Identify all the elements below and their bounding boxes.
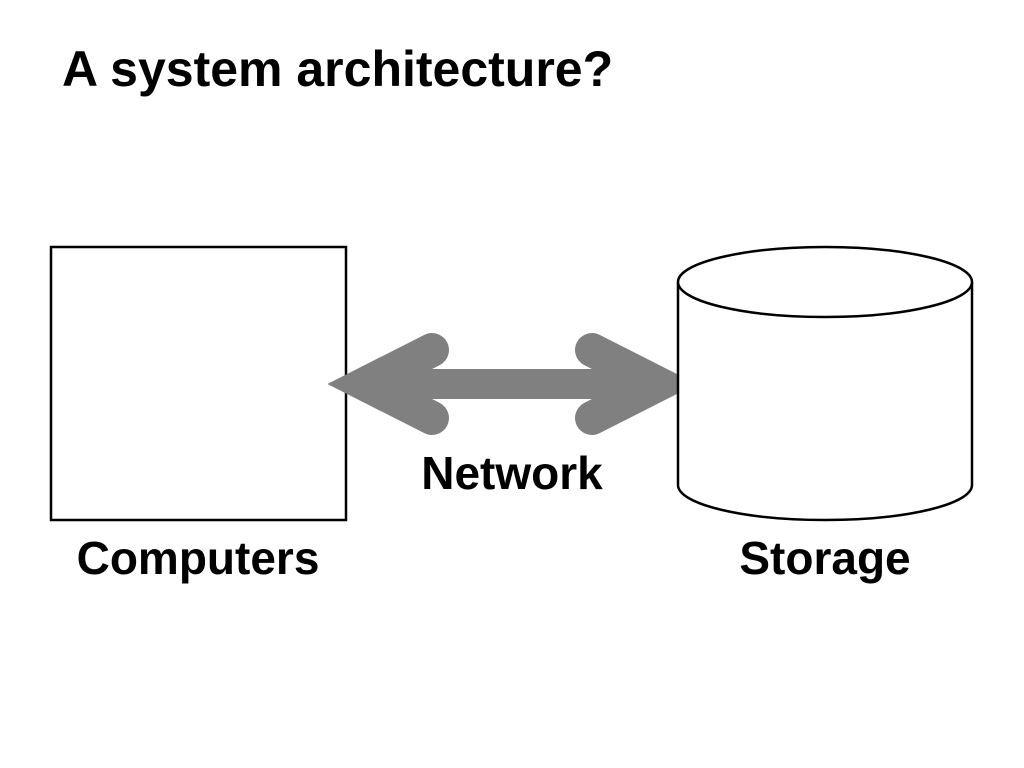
computers-node [49, 245, 348, 522]
computers-label: Computers [77, 532, 320, 584]
storage-cylinder-top [676, 245, 974, 319]
storage-label: Storage [739, 532, 910, 584]
network-arrow-left-head [327, 333, 449, 435]
network-label: Network [421, 447, 603, 499]
storage-cylinder-body [676, 282, 974, 522]
storage-node [676, 245, 974, 522]
slide-title: A system architecture? [62, 41, 614, 97]
network-arrow [327, 333, 697, 435]
network-arrow-right-head [575, 333, 697, 435]
computers-box [49, 245, 348, 522]
